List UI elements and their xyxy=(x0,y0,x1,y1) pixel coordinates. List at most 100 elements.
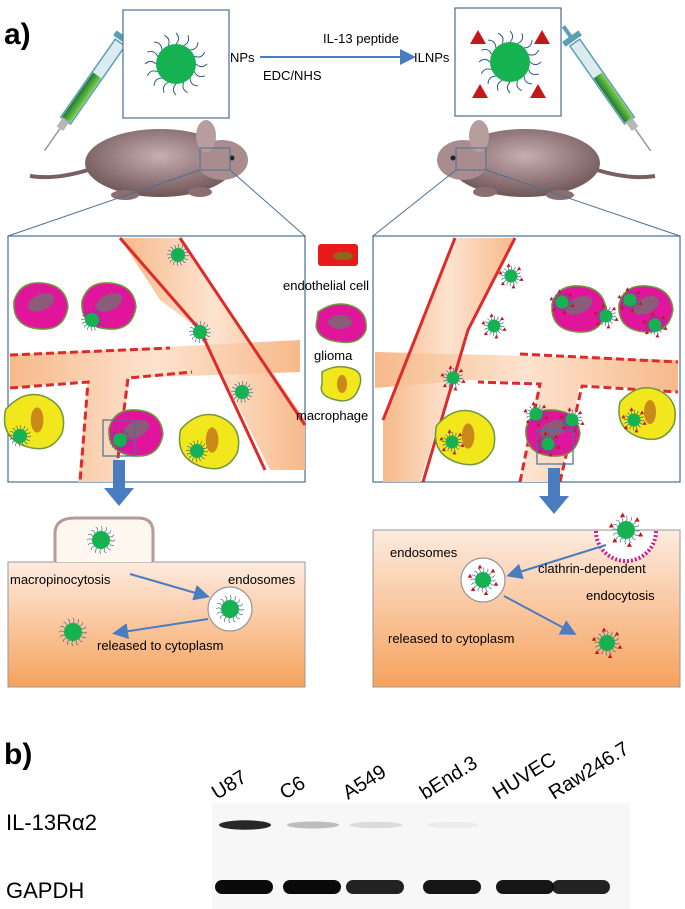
il13-peptide-icon xyxy=(493,581,499,586)
il13-peptide-icon xyxy=(531,401,536,405)
panel-b-label: b) xyxy=(4,738,32,771)
macrophage-cell xyxy=(434,409,496,466)
nanoparticle xyxy=(8,424,32,448)
il13-peptide-icon xyxy=(636,290,641,295)
il13-peptide-icon xyxy=(634,517,640,522)
glioma-cell xyxy=(13,282,69,330)
ilnp-box xyxy=(454,7,562,117)
il13-peptide-icon xyxy=(562,310,567,315)
il13-peptide-icon xyxy=(470,30,486,44)
il13-peptide-icon xyxy=(483,331,488,336)
il13-peptide-icon xyxy=(467,573,473,578)
nps-label: NPs xyxy=(230,50,255,65)
il13-peptide-icon xyxy=(517,266,522,271)
arrow-to-endosome-left xyxy=(129,573,210,601)
il13-peptide-icon xyxy=(537,449,542,454)
lane-label: bEnd.3 xyxy=(416,752,481,804)
il13-peptide-icon xyxy=(601,303,606,307)
il13-peptide-icon xyxy=(642,421,647,425)
lane-label: HUVEC xyxy=(489,748,560,804)
gapdh-band xyxy=(283,880,341,894)
il13-peptide-icon xyxy=(542,404,547,409)
gapdh-band xyxy=(346,880,404,894)
clathrin-label: clathrin-dependent xyxy=(538,561,646,576)
il13-peptide-icon xyxy=(642,319,647,324)
il13-peptide-icon xyxy=(470,587,476,592)
il13-peptide-icon xyxy=(634,428,639,433)
nanoparticle xyxy=(58,617,88,647)
macrophage-cell xyxy=(618,387,676,441)
il13-peptide-icon xyxy=(548,452,553,457)
il13-peptide-icon xyxy=(459,368,464,373)
macrophage-cell xyxy=(178,413,240,470)
il13-peptide-icon xyxy=(519,277,524,281)
release-label-left: released to cytoplasm xyxy=(97,638,223,653)
il13-peptide-icon xyxy=(554,434,559,439)
glioma-cell xyxy=(108,409,164,457)
il13-peptide-icon xyxy=(448,365,453,369)
il13-peptide-icon xyxy=(620,512,626,518)
il13-peptide-icon xyxy=(644,330,649,335)
il13-peptide-icon xyxy=(617,294,622,299)
il13-nanoparticle xyxy=(559,407,585,433)
il13-peptide-icon xyxy=(614,631,620,636)
macrophage-cell xyxy=(3,393,65,450)
zoom-lines xyxy=(7,147,681,237)
gapdh-band xyxy=(552,880,610,894)
endosomes-label-right: endosomes xyxy=(390,545,458,560)
lane-label: Raw246.7 xyxy=(545,738,633,804)
il13-peptide-icon xyxy=(477,564,483,569)
il13-peptide-icon xyxy=(500,316,505,321)
il13-peptide-icon xyxy=(551,307,556,312)
il13-peptide-icon xyxy=(661,315,666,320)
gapdh-band xyxy=(215,880,273,894)
il13-peptide-icon xyxy=(460,443,465,447)
tissue-panel-right xyxy=(372,235,681,483)
il13-nanoparticle xyxy=(621,407,647,433)
il13-peptide-icon xyxy=(494,334,499,339)
nanoparticle xyxy=(86,525,116,555)
arrow-release-left xyxy=(112,618,209,640)
il13-peptide-icon xyxy=(623,425,628,430)
il13-peptide-icon xyxy=(629,407,634,411)
ilnps-label: ILNPs xyxy=(414,50,450,65)
il13-peptide-icon xyxy=(663,326,668,330)
il13-peptide-icon xyxy=(606,324,611,329)
nanoparticle xyxy=(108,428,132,452)
il13-peptide-icon xyxy=(453,386,458,391)
legend-glioma-label: glioma xyxy=(314,348,353,363)
il13-peptide-icon xyxy=(543,431,548,435)
lane-label: U87 xyxy=(208,766,251,804)
nanoparticle-icon xyxy=(144,32,208,96)
il13-peptide-icon xyxy=(506,263,511,267)
down-arrow-right-icon xyxy=(539,468,569,514)
release-label-right: released to cytoplasm xyxy=(388,631,514,646)
endocytosis-label: endocytosis xyxy=(586,588,655,603)
il13-peptide-icon xyxy=(594,650,600,655)
arrow-release-right xyxy=(503,595,577,635)
mouse-right-icon xyxy=(437,120,656,200)
il13ra2-band xyxy=(427,821,479,829)
il13-peptide-icon xyxy=(447,429,452,433)
mouse-left-icon xyxy=(29,120,248,200)
il13-peptide-icon xyxy=(439,436,444,441)
il13-peptide-icon xyxy=(612,537,618,543)
il13-peptide-icon xyxy=(559,414,564,419)
il13-peptide-icon xyxy=(607,654,613,659)
row-label-gapdh: GAPDH xyxy=(6,878,84,903)
row-label-il13ra2: IL-13Rα2 xyxy=(6,810,97,835)
il13-peptide-icon xyxy=(595,321,600,326)
zoom-box-left xyxy=(102,419,136,457)
il13-nanoparticle xyxy=(593,303,619,329)
il13ra2-band xyxy=(350,821,402,829)
il13-nanoparticle xyxy=(608,512,644,547)
il13-peptide-icon xyxy=(511,284,516,289)
endosomes-label-left: endosomes xyxy=(228,572,296,587)
il13-nanoparticle xyxy=(642,312,668,338)
nanoparticle xyxy=(230,380,254,404)
gapdh-band xyxy=(496,880,554,894)
down-arrow-left-icon xyxy=(104,460,134,506)
il13-nanoparticle xyxy=(498,263,524,289)
il13-peptide-icon xyxy=(568,292,573,297)
